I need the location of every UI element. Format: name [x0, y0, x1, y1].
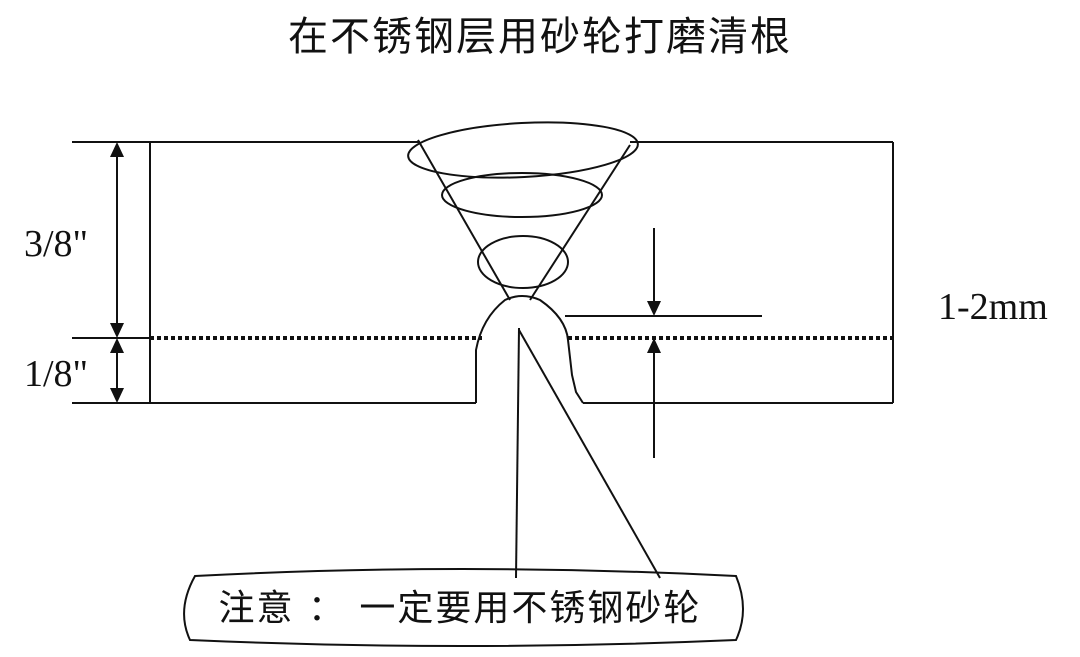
bevel-line-right: [529, 144, 631, 301]
dim-label-lower-thickness: 1/8": [24, 353, 89, 395]
diagram-title: 在不锈钢层用砂轮打磨清根: [288, 14, 792, 60]
dim-label-grind-depth: 1-2mm: [938, 286, 1048, 328]
arrowhead-lower-bottom: [110, 388, 124, 403]
note-callout-text: 注意 ： 一定要用不锈钢砂轮: [218, 588, 702, 629]
bevel-line-left: [417, 139, 511, 301]
arrowhead-upper-top: [110, 142, 124, 157]
back-gouge-groove: [475, 295, 584, 404]
leader-line-left: [515, 327, 520, 579]
arrowhead-upper-bottom: [110, 323, 124, 338]
arrowhead-grind-bottom: [647, 338, 661, 353]
weld-fill-pass: [441, 172, 603, 218]
note-callout-bubble: [183, 568, 744, 647]
leader-line-right: [518, 329, 661, 579]
arrowhead-lower-top: [110, 338, 124, 353]
weld-cap-pass: [407, 121, 639, 179]
dim-label-upper-thickness: 3/8": [24, 223, 89, 265]
arrowhead-grind-top: [647, 301, 661, 316]
weld-root-pass: [477, 235, 569, 289]
